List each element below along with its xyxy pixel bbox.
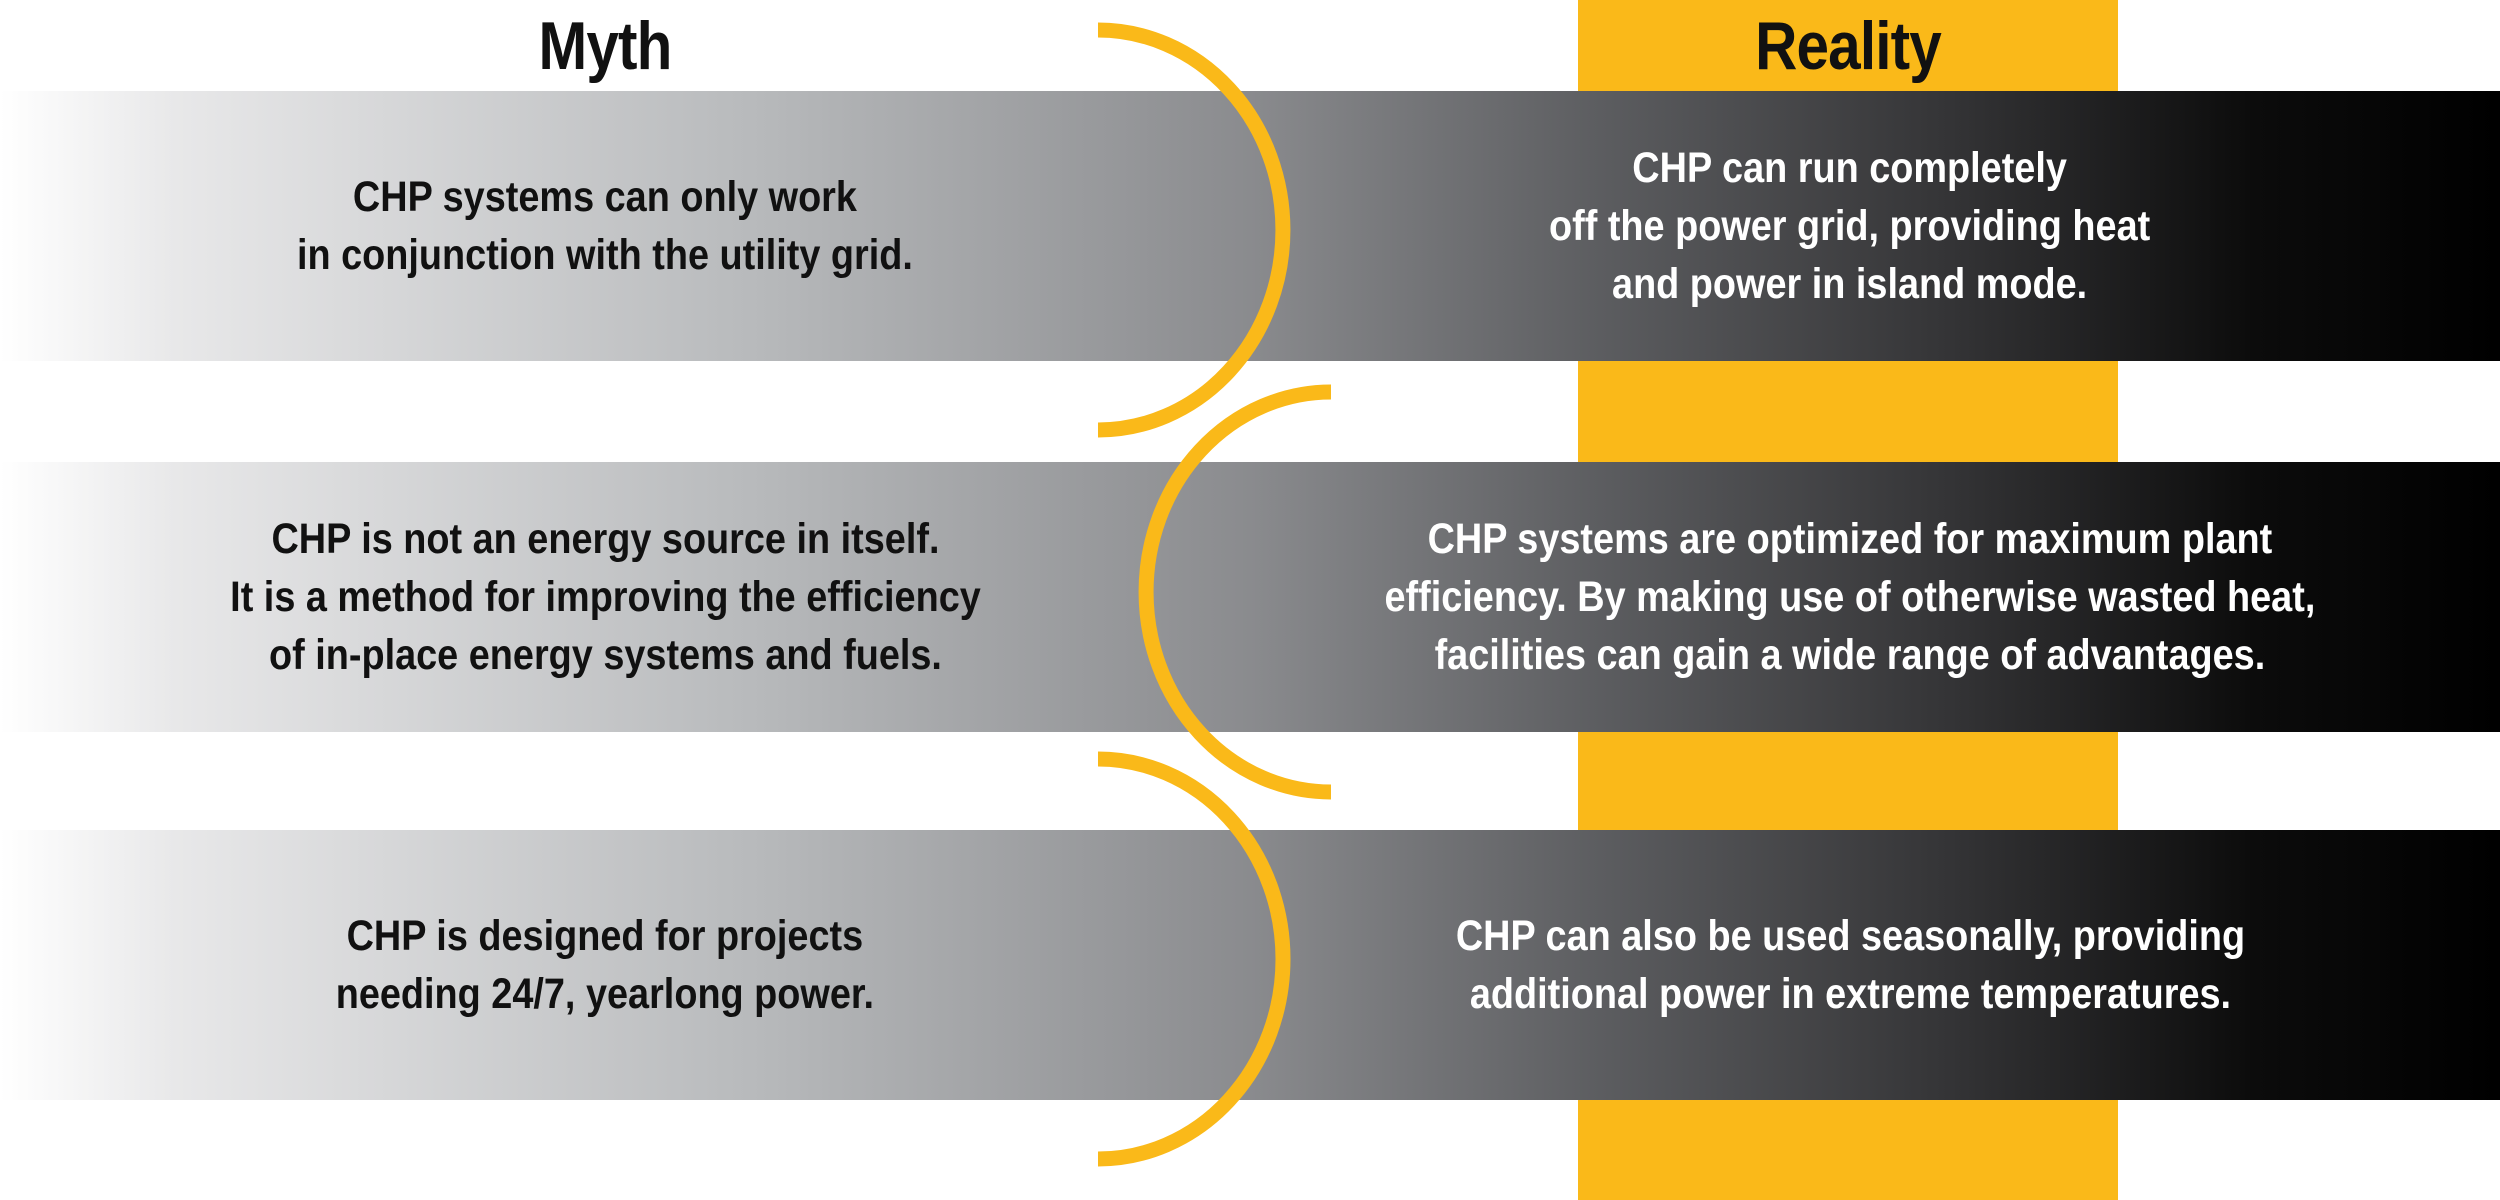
myth-text-2: CHP is not an energy source in itself. I…	[229, 515, 981, 679]
reality-text-1: CHP can run completely off the power gri…	[1549, 144, 2151, 308]
myth-text-3: CHP is designed for projects needing 24/…	[335, 912, 875, 1018]
myth-text-1: CHP systems can only work in conjunction…	[297, 173, 913, 279]
myth-header: Myth	[538, 8, 672, 84]
reality-text-2: CHP systems are optimized for maximum pl…	[1384, 515, 2316, 679]
reality-text-3: CHP can also be used seasonally, providi…	[1455, 912, 2245, 1018]
reality-header: Reality	[1755, 8, 1942, 84]
